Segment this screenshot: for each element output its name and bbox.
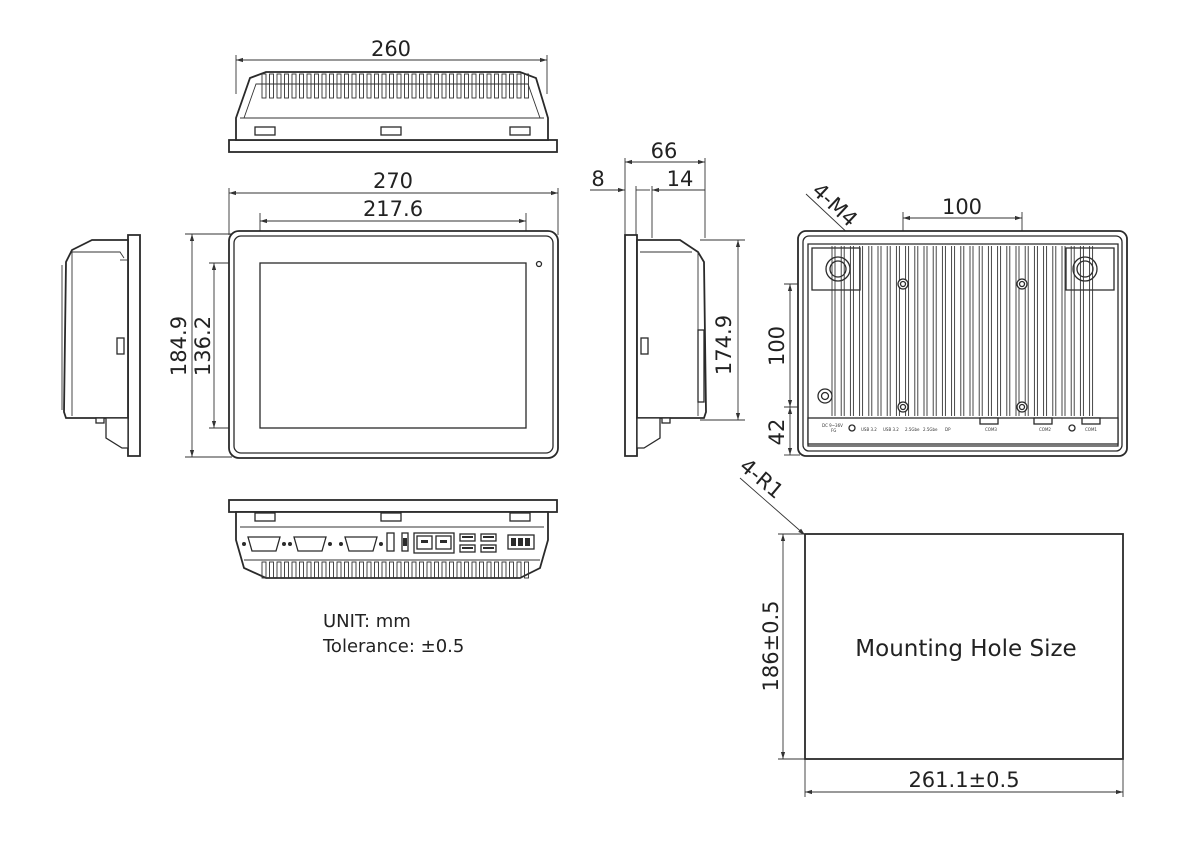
dim-hole-spacing-v: 100 [765, 326, 789, 366]
rear-label-dp: DP [945, 427, 951, 432]
dim-side-depth: 66 [651, 139, 678, 163]
ground-screw-icon [817, 388, 833, 404]
rear-label-fg: FG [831, 428, 836, 433]
rear-label-lan1: 2.5Gbe [905, 427, 920, 432]
rear-label-usb1: USB 3.2 [861, 427, 877, 432]
rear-heatsink-fins [831, 246, 1094, 416]
rear-label-com1: COM1 [1085, 427, 1097, 432]
front-bezel [228, 230, 559, 459]
dc-terminal-icon [507, 534, 535, 550]
usb-port-icon [459, 533, 497, 553]
side-latch [116, 337, 125, 355]
dim-rear-io-height: 42 [765, 419, 789, 446]
rear-view: 100 4-M4 100 42 [765, 178, 1128, 457]
mounting-cutout: 4-R1 186±0.5 261.1±0.5 Mounting Hole Siz… [735, 454, 1124, 797]
dim-cutout-radius: 4-R1 [735, 454, 788, 504]
rear-io-strip [807, 417, 1119, 445]
top-view-body [235, 71, 549, 141]
dp-port-icon [386, 532, 395, 552]
dim-cutout-width: 261.1±0.5 [908, 768, 1019, 792]
dim-rear-screws: 4-M4 [807, 178, 862, 231]
dim-side-step: 14 [667, 167, 694, 191]
right-side-view: 66 8 14 174.9 [590, 139, 745, 457]
left-side-view [61, 234, 141, 457]
rear-label-lan2: 2.5Gbe [923, 427, 938, 432]
top-view: 260 [228, 37, 558, 153]
top-view-front-bezel [228, 139, 558, 153]
dim-hole-spacing-h: 100 [942, 195, 982, 219]
rear-label-com3: COM3 [985, 427, 997, 432]
dim-side-height: 174.9 [712, 315, 736, 375]
dim-front-width: 270 [373, 169, 413, 193]
dim-screen-width: 217.6 [363, 197, 423, 221]
rear-label-com2: COM2 [1039, 427, 1051, 432]
dim-cutout-height: 186±0.5 [759, 600, 783, 691]
cutout-outline [804, 533, 1124, 760]
dim-side-bezel: 8 [591, 167, 604, 191]
mounting-screw-icon [897, 278, 1028, 413]
dim-screen-height: 136.2 [191, 316, 215, 376]
bottom-front-bezel [228, 499, 558, 513]
rear-label-dc: DC 9~36V [822, 423, 843, 428]
bottom-view [228, 499, 558, 579]
cutout-title: Mounting Hole Size [855, 636, 1076, 662]
tolerance-note: Tolerance: ±0.5 [322, 636, 464, 657]
lan-port-icon [413, 532, 455, 554]
side-latch-right [640, 337, 649, 355]
com-port-icon [242, 536, 383, 552]
dim-front-height: 184.9 [167, 316, 191, 376]
front-screen [259, 262, 527, 429]
bottom-heatsink-fins [261, 561, 529, 579]
top-heatsink-fins [261, 73, 529, 99]
rear-label-usb2: USB 3.2 [883, 427, 899, 432]
power-led-icon [535, 260, 543, 268]
unit-note: UNIT: mm [323, 611, 411, 632]
dim-top-width: 260 [371, 37, 411, 61]
front-view: 270 217.6 184.9 136.2 [167, 169, 559, 459]
